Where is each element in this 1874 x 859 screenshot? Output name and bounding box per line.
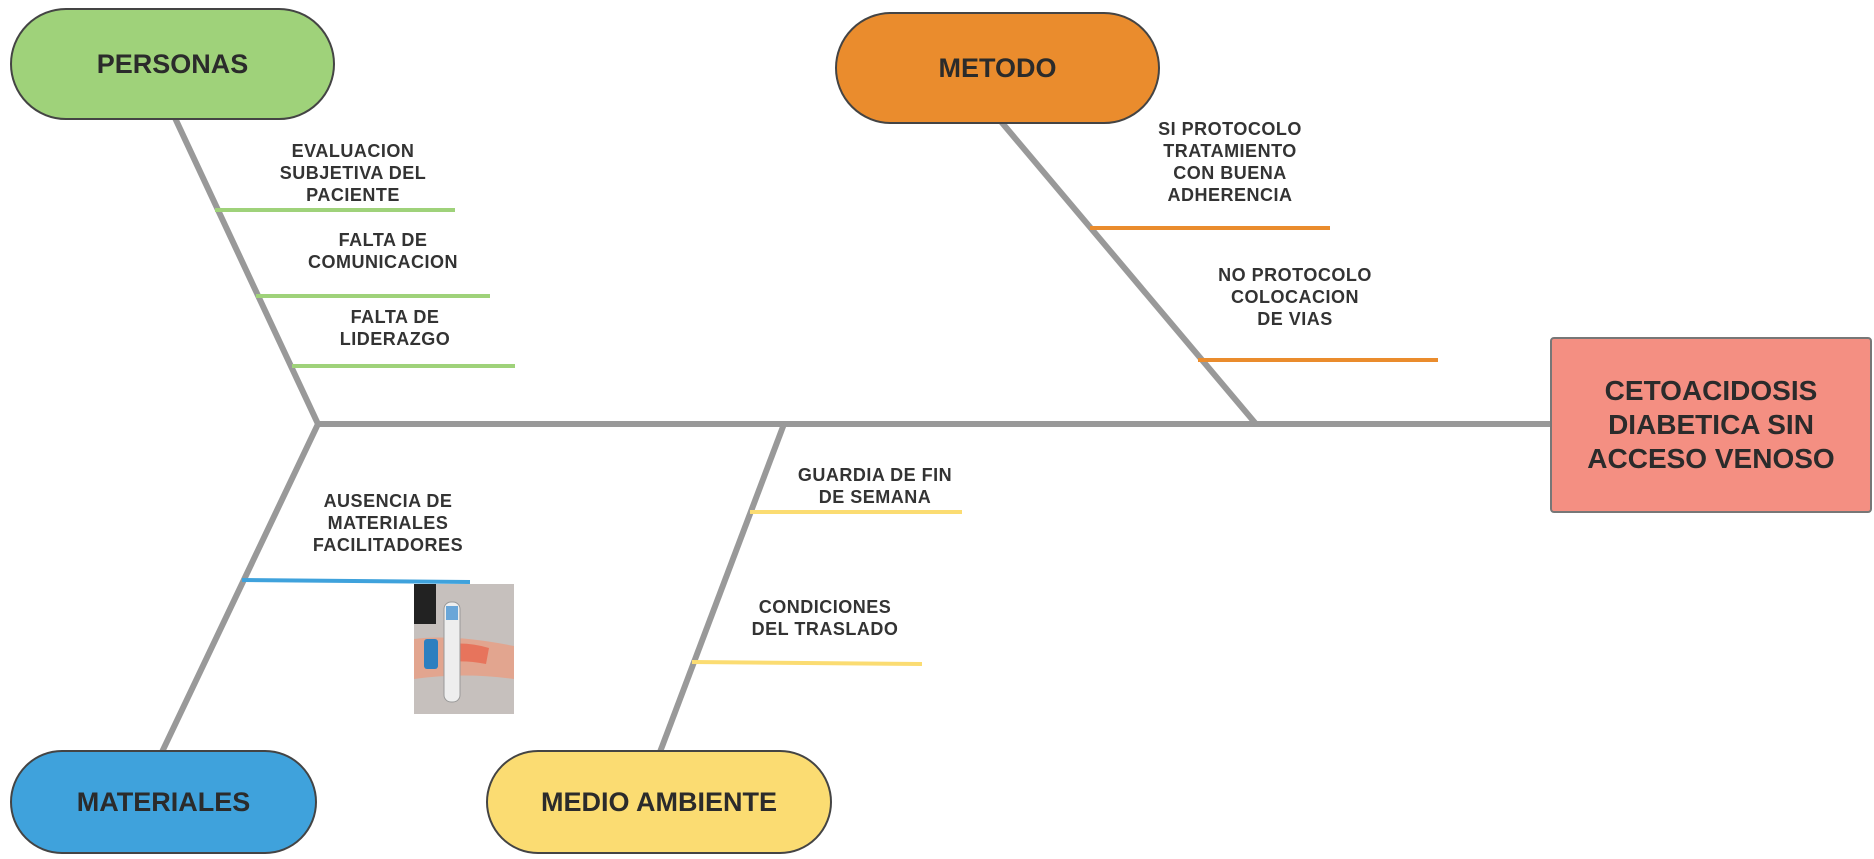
effect-problem-box: CETOACIDOSIS DIABETICA SIN ACCESO VENOSO <box>1550 337 1872 513</box>
category-metodo: METODO <box>835 12 1160 124</box>
cause-label-personas-1: EVALUACION SUBJETIVA DEL PACIENTE <box>279 141 427 205</box>
bone-metodo <box>995 116 1259 426</box>
cause-line-medio-ambiente-2 <box>691 660 923 666</box>
bone-personas <box>172 116 321 426</box>
cause-label-materiales-1: AUSENCIA DE MATERIALES FACILITADORES <box>312 491 464 555</box>
bone-materiales <box>159 422 321 754</box>
cause-label-personas-3: FALTA DE LIDERAZGO <box>339 307 451 349</box>
category-medio-ambiente: MEDIO AMBIENTE <box>486 750 832 854</box>
cause-label-personas-2: FALTA DE COMUNICACION <box>308 230 458 272</box>
bone-medio-ambiente <box>657 422 787 754</box>
cause-label-metodo-2: NO PROTOCOLO COLOCACION DE VIAS <box>1218 265 1372 329</box>
vein-finder-photo <box>414 584 514 714</box>
category-personas: PERSONAS <box>10 8 335 120</box>
cause-label-medio-ambiente-2: CONDICIONES DEL TRASLADO <box>751 597 899 639</box>
cause-label-metodo-1: SI PROTOCOLO TRATAMIENTO CON BUENA ADHER… <box>1158 119 1302 205</box>
cause-line-materiales-1 <box>241 578 471 584</box>
category-materiales: MATERIALES <box>10 750 317 854</box>
cause-label-medio-ambiente-1: GUARDIA DE FIN DE SEMANA <box>797 465 953 507</box>
